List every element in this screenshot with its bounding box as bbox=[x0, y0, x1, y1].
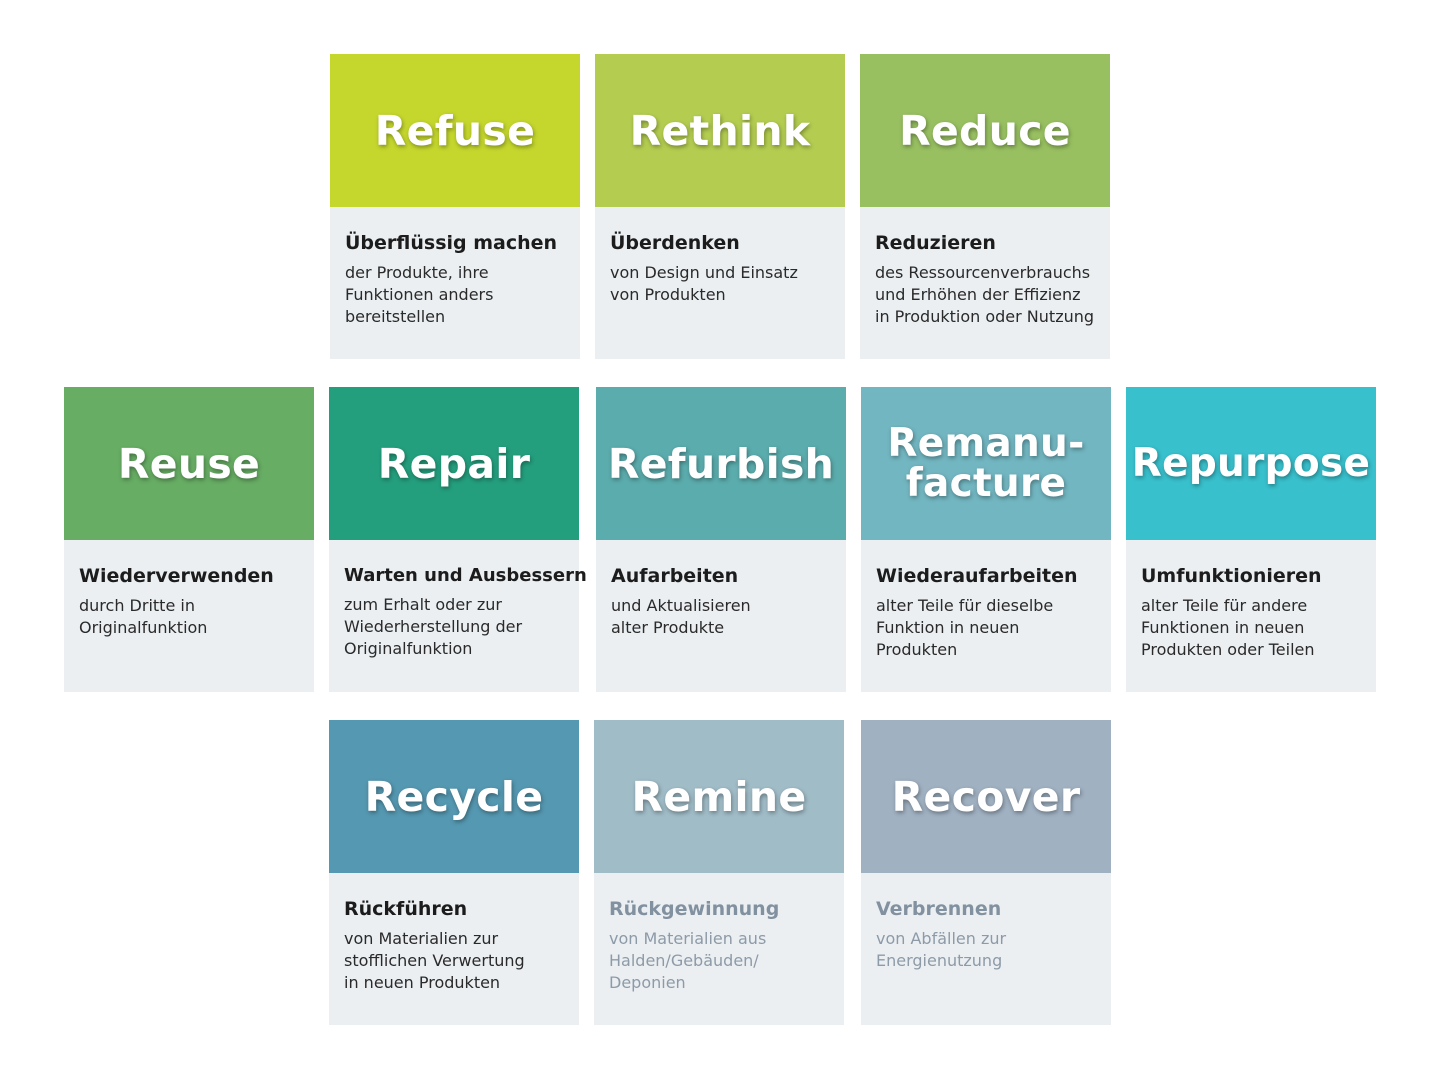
card-remine-description: von Materialien aus Halden/Gebäuden/ Dep… bbox=[609, 929, 767, 992]
card-repair: Repair Warten und Ausbessern zum Erhalt … bbox=[329, 387, 587, 692]
card-reduce-subtitle: Reduzieren bbox=[875, 232, 996, 254]
card-reuse-subtitle: Wiederverwenden bbox=[79, 565, 274, 587]
card-repair-description: zum Erhalt oder zur Wiederherstellung de… bbox=[344, 595, 523, 658]
card-refurbish-title: Refurbish bbox=[607, 439, 835, 488]
card-recycle-description: von Materialien zur stofflichen Verwertu… bbox=[344, 929, 525, 992]
card-rethink-subtitle: Überdenken bbox=[610, 232, 740, 254]
card-recover-title: Recover bbox=[891, 772, 1081, 821]
card-rethink-title: Rethink bbox=[629, 106, 811, 155]
card-recycle-subtitle: Rückführen bbox=[344, 898, 468, 920]
card-refuse-description: der Produkte, ihre Funktionen anders ber… bbox=[345, 263, 494, 326]
card-reuse: Reuse Wiederverwenden durch Dritte in Or… bbox=[64, 387, 314, 692]
card-rethink: Rethink Überdenken von Design und Einsat… bbox=[595, 54, 845, 359]
card-reduce: Reduce Reduzieren des Ressourcenverbrauc… bbox=[860, 54, 1110, 359]
card-repurpose-header: Repurpose bbox=[1126, 387, 1376, 540]
card-repurpose-subtitle: Umfunktionieren bbox=[1141, 565, 1322, 587]
card-remine-header: Remine bbox=[594, 720, 844, 873]
card-refuse-subtitle: Überflüssig machen bbox=[345, 232, 558, 254]
card-repurpose-title: Repurpose bbox=[1131, 440, 1371, 486]
card-recover-header: Recover bbox=[861, 720, 1111, 873]
card-remanufacture-header: Remanu- facture bbox=[861, 387, 1111, 540]
card-recycle-header: Recycle bbox=[329, 720, 579, 873]
card-reuse-header: Reuse bbox=[64, 387, 314, 540]
card-remine-subtitle: Rückgewinnung bbox=[609, 898, 780, 920]
card-remanufacture: Remanu- facture Wiederaufarbeiten alter … bbox=[861, 387, 1111, 692]
card-rethink-header: Rethink bbox=[595, 54, 845, 207]
card-reduce-description: des Ressourcenverbrauchs und Erhöhen der… bbox=[875, 263, 1095, 326]
card-reduce-header: Reduce bbox=[860, 54, 1110, 207]
card-refuse-header: Refuse bbox=[330, 54, 580, 207]
card-remine: Remine Rückgewinnung von Materialien aus… bbox=[594, 720, 844, 1025]
card-remanufacture-description: alter Teile für dieselbe Funktion in neu… bbox=[876, 596, 1054, 659]
card-recycle-title: Recycle bbox=[364, 772, 544, 821]
card-refurbish-description: und Aktualisieren alter Produkte bbox=[611, 596, 751, 637]
card-refuse-title: Refuse bbox=[374, 106, 536, 155]
card-rethink-description: von Design und Einsatz von Produkten bbox=[610, 263, 798, 304]
card-recover: Recover Verbrennen von Abfällen zur Ener… bbox=[861, 720, 1111, 1025]
card-refurbish-header: Refurbish bbox=[596, 387, 846, 540]
card-recover-subtitle: Verbrennen bbox=[876, 898, 1002, 920]
card-refuse: Refuse Überflüssig machen der Produkte, … bbox=[330, 54, 580, 359]
card-reduce-title: Reduce bbox=[899, 106, 1071, 155]
card-reuse-description: durch Dritte in Originalfunktion bbox=[79, 596, 208, 637]
card-recover-description: von Abfällen zur Energienutzung bbox=[876, 929, 1007, 970]
card-reuse-title: Reuse bbox=[117, 439, 261, 488]
card-refurbish: Refurbish Aufarbeiten und Aktualisieren … bbox=[596, 387, 846, 692]
card-repair-subtitle: Warten und Ausbessern bbox=[344, 565, 587, 586]
card-remanufacture-title: Remanu- facture bbox=[887, 420, 1085, 506]
card-recycle: Recycle Rückführen von Materialien zur s… bbox=[329, 720, 579, 1025]
card-refurbish-subtitle: Aufarbeiten bbox=[611, 565, 739, 587]
card-remine-title: Remine bbox=[631, 772, 807, 821]
card-repair-header: Repair bbox=[329, 387, 579, 540]
card-remanufacture-subtitle: Wiederaufarbeiten bbox=[876, 565, 1078, 587]
card-repurpose-description: alter Teile für andere Funktionen in neu… bbox=[1141, 596, 1315, 659]
card-repurpose: Repurpose Umfunktionieren alter Teile fü… bbox=[1126, 387, 1376, 692]
card-repair-title: Repair bbox=[377, 439, 531, 488]
